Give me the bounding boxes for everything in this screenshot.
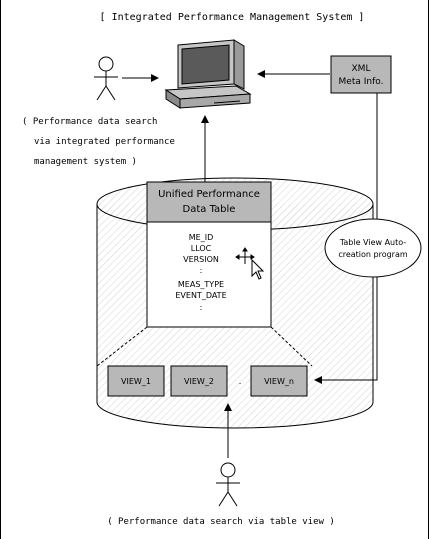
field-item: LLOC bbox=[191, 244, 212, 253]
diagram-title: [ Integrated Performance Management Syst… bbox=[100, 12, 365, 23]
view-label: VIEW_1 bbox=[121, 377, 151, 386]
table-view-auto-creation-program bbox=[324, 218, 422, 278]
top-caption-line-3: management system ) bbox=[34, 157, 137, 167]
view-box-2 bbox=[170, 365, 228, 397]
field-item: : bbox=[200, 266, 203, 275]
person-icon bbox=[216, 462, 240, 507]
program-line-1: Table View Auto- bbox=[339, 238, 406, 247]
field-item: MEAS_TYPE bbox=[178, 280, 224, 289]
field-item: EVENT_DATE bbox=[175, 291, 226, 300]
unified-table-line-1: Unified Performance bbox=[158, 189, 260, 200]
top-caption-line-1: ( Performance data search bbox=[22, 117, 157, 127]
cursor-icon bbox=[235, 247, 265, 280]
field-item: VERSION bbox=[183, 255, 219, 264]
view-box-1 bbox=[107, 365, 165, 397]
view-separator: . bbox=[239, 377, 242, 386]
view-box-n bbox=[250, 365, 308, 397]
field-list: ME_ID LLOC VERSION : MEAS_TYPE EVENT_DAT… bbox=[175, 233, 226, 312]
arrow-program-to-view-n bbox=[314, 277, 378, 384]
top-caption-line-2: via integrated performance bbox=[34, 137, 175, 147]
view-label: VIEW_2 bbox=[184, 377, 214, 386]
unified-table-line-2: Data Table bbox=[183, 204, 236, 215]
xml-line-2: Meta Info. bbox=[339, 77, 384, 87]
xml-line-1: XML bbox=[352, 64, 371, 74]
person-icon bbox=[94, 56, 118, 101]
computer-icon bbox=[164, 39, 252, 109]
field-item: ME_ID bbox=[189, 233, 213, 242]
xml-meta-info-box bbox=[330, 55, 392, 94]
unified-performance-table-box bbox=[146, 181, 272, 223]
dashed-left bbox=[96, 326, 148, 367]
dashed-right bbox=[270, 326, 313, 367]
field-list-panel bbox=[146, 221, 272, 328]
field-item: : bbox=[200, 303, 203, 312]
view-label: VIEW_n bbox=[264, 377, 294, 386]
program-line-2: creation program bbox=[338, 250, 408, 259]
bottom-caption: ( Performance data search via table view… bbox=[107, 517, 335, 527]
